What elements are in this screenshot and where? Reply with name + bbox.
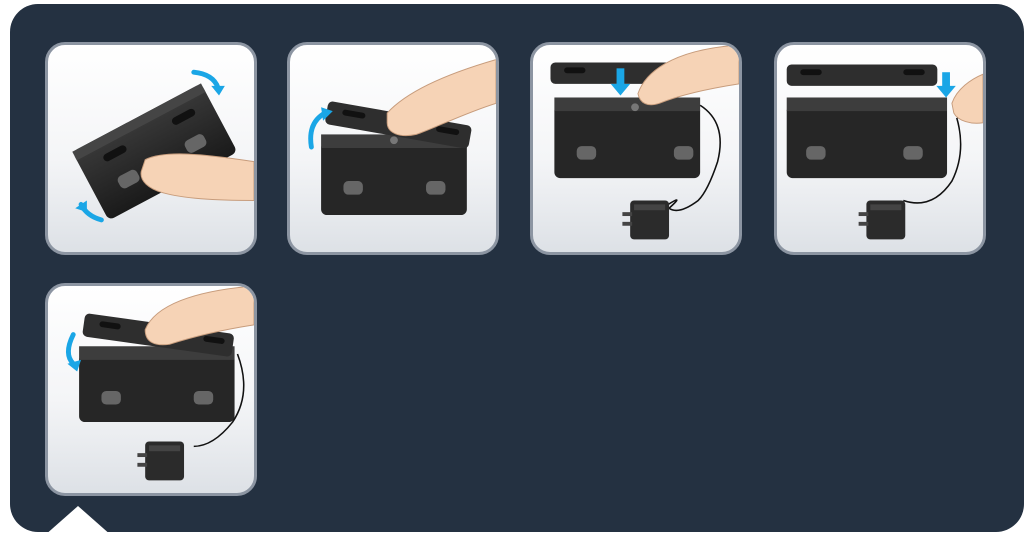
- close-arrow-icon: [67, 335, 81, 372]
- panel-pointer: [44, 506, 112, 536]
- base-device-icon: [321, 134, 467, 215]
- step-4-illustration: [777, 45, 983, 252]
- power-adapter-icon: [622, 200, 669, 239]
- step-1-illustration: [48, 45, 254, 252]
- step-4-card: [774, 42, 986, 255]
- hand-icon: [638, 45, 739, 105]
- step-2-illustration: [290, 45, 496, 252]
- step-1-card: [45, 42, 257, 255]
- step-2-card: [287, 42, 499, 255]
- lid-icon: [787, 64, 938, 85]
- step-3-illustration: [533, 45, 739, 252]
- power-adapter-icon: [859, 200, 906, 239]
- base-device-icon: [787, 97, 947, 178]
- base-device-icon: [554, 97, 700, 178]
- step-3-card: [530, 42, 742, 255]
- step-5-illustration: [48, 286, 254, 493]
- hand-icon: [145, 286, 254, 345]
- power-adapter-icon: [137, 441, 184, 480]
- hand-icon: [387, 60, 496, 136]
- base-device-icon: [79, 346, 234, 422]
- down-arrow-icon: [936, 72, 955, 97]
- hand-icon: [952, 74, 983, 123]
- step-5-card: [45, 283, 257, 496]
